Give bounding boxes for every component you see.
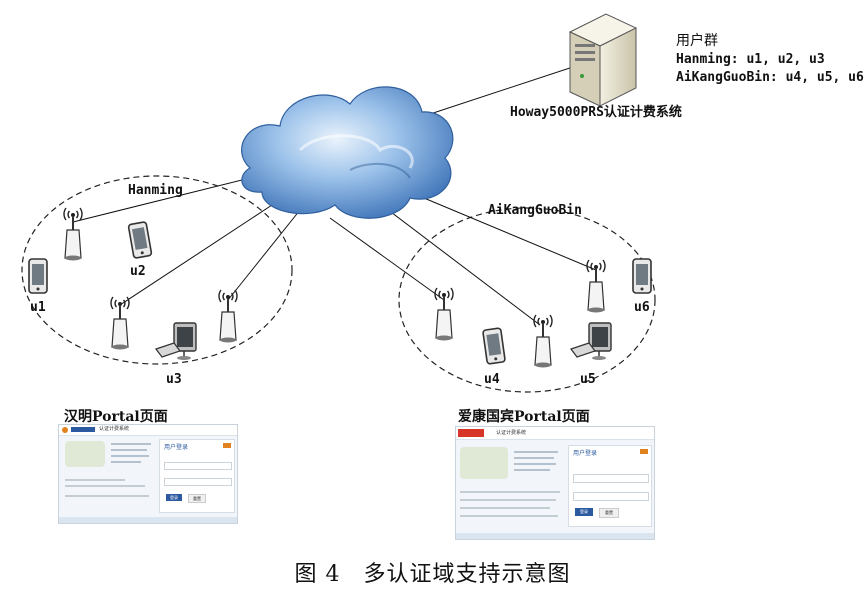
phone-icon: [632, 258, 652, 294]
internet-cloud-icon: [241, 86, 454, 219]
logo-icon: [62, 427, 68, 433]
user-group-line: Hanming: u1, u2, u3: [676, 52, 825, 67]
user-label: u5: [580, 372, 596, 387]
login-button[interactable]: 登录: [166, 494, 182, 501]
user-group-line: AiKangGuoBin: u4, u5, u6: [676, 70, 864, 85]
logo-text-bar: [71, 427, 95, 432]
domain-label-hanming: Hanming: [128, 183, 183, 198]
portal-header-text: 认证计费系统: [99, 426, 130, 432]
access-point-icon: [63, 207, 83, 262]
access-point-icon: [218, 289, 238, 344]
user-group-title: 用户群: [676, 33, 718, 49]
aikangguobin-domain-boundary: [398, 207, 656, 393]
user-label: u2: [130, 264, 146, 279]
hanming-domain-boundary: [21, 175, 293, 365]
user-label: u6: [634, 300, 650, 315]
login-panel: 用户登录 登录 重置: [568, 445, 652, 527]
username-input[interactable]: [164, 462, 232, 470]
illustration-icon: [65, 441, 105, 467]
portal-header: 认证计费系统: [456, 427, 654, 440]
computer-icon: [155, 322, 197, 361]
portal-thumbnail-hanming: 认证计费系统 用户登录 登录 重置: [58, 424, 238, 524]
login-panel: 用户登录 登录 重置: [159, 439, 235, 513]
reset-button[interactable]: 重置: [599, 508, 619, 518]
phone-icon: [28, 258, 48, 294]
portal-title: 爱康国宾Portal页面: [458, 409, 590, 425]
reset-button[interactable]: 重置: [188, 494, 206, 503]
domain-label-aikangguobin: AiKangGuoBin: [488, 203, 582, 218]
portal-header: 认证计费系统: [59, 425, 237, 436]
portal-thumbnail-aikangguobin: 认证计费系统 用户登录 登录 重置: [455, 426, 655, 540]
user-label: u1: [30, 300, 46, 315]
phone-icon: [481, 327, 507, 365]
password-input[interactable]: [573, 492, 649, 501]
login-title: 用户登录: [573, 450, 598, 457]
illustration-icon: [460, 447, 508, 479]
computer-icon: [570, 322, 612, 361]
username-input[interactable]: [573, 474, 649, 483]
figure-caption: 图 4 多认证域支持示意图: [294, 562, 571, 587]
portal-title: 汉明Portal页面: [64, 409, 168, 425]
portal-header-text: 认证计费系统: [496, 430, 527, 436]
login-button[interactable]: 登录: [575, 508, 593, 516]
server-name: Howay5000PRS认证计费系统: [510, 105, 682, 120]
server-icon: [568, 13, 638, 107]
user-label: u3: [166, 372, 182, 387]
user-label: u4: [484, 372, 500, 387]
access-point-icon: [110, 296, 130, 351]
password-input[interactable]: [164, 478, 232, 486]
login-title: 用户登录: [164, 444, 189, 451]
phone-icon: [127, 220, 153, 260]
logo-icon: [458, 429, 484, 437]
network-links: [72, 61, 597, 326]
